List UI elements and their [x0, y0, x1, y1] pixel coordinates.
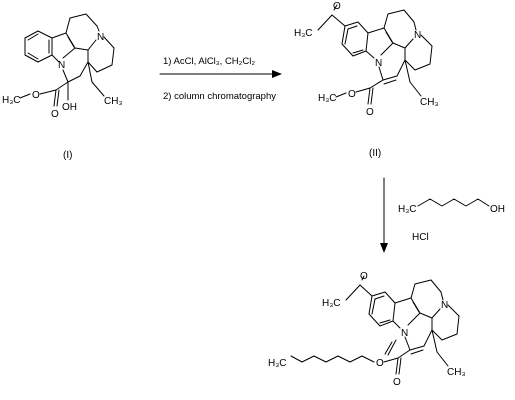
- compound-iii-atom-o-ether: O: [376, 358, 384, 369]
- compound-ii-atom-o-ether: O: [348, 89, 356, 100]
- compound-i-atom-o-carbonyl: O: [51, 109, 59, 120]
- step2-arrow: [380, 177, 388, 253]
- compound-iii-atom-o-acetyl: O: [360, 271, 368, 282]
- compound-ii-atom-o-acetyl: O: [333, 1, 341, 12]
- step1-arrow: [159, 70, 282, 78]
- hexanol-methyl: H₃C: [398, 204, 417, 215]
- compound-ii-atom-n1: N: [375, 58, 382, 69]
- compound-ii-methyl-ethyl: CH₃: [420, 97, 439, 108]
- compound-ii-methyl-acetyl: H₃C: [294, 28, 313, 39]
- compound-i-caption: (I): [63, 150, 72, 161]
- compound-i-atom-n1: N: [58, 60, 65, 71]
- compound-ii-structure: [317, 4, 433, 105]
- compound-iii-structure: [290, 275, 460, 375]
- hexanol-oh: OH: [490, 204, 505, 215]
- compound-iii-methyl-acetyl: H₃C: [322, 298, 341, 309]
- compound-ii-atom-n2: N: [414, 30, 421, 41]
- compound-iii-methyl-hexyl: H₃C: [268, 358, 287, 369]
- compound-i-atom-oh: OH: [62, 102, 77, 113]
- compound-i-atom-o-ether: O: [32, 90, 40, 101]
- compound-ii-caption: (II): [369, 148, 381, 159]
- compound-ii-methyl-ester: H₃C: [318, 93, 337, 104]
- compound-i-methyl-left: H₃C: [2, 95, 21, 106]
- compound-i-methyl-ethyl: CH₃: [104, 96, 123, 107]
- compound-iii-atom-o-carbonyl: O: [393, 377, 401, 388]
- hexanol-structure: [417, 198, 490, 207]
- compound-i-atom-n2: N: [97, 32, 104, 43]
- step1-conditions-line1: 1) AcCl, AlCl₃, CH₂Cl₂: [163, 56, 255, 67]
- compound-ii-atom-o-carbonyl: O: [366, 107, 374, 118]
- compound-iii-atom-n1: N: [401, 328, 408, 339]
- step1-conditions-line2: 2) column chromatography: [163, 91, 276, 102]
- step2-catalyst: HCl: [412, 232, 429, 243]
- compound-iii-atom-n2: N: [441, 300, 448, 311]
- compound-iii-methyl-ethyl: CH₃: [447, 367, 466, 378]
- compound-i-structure: [19, 13, 115, 107]
